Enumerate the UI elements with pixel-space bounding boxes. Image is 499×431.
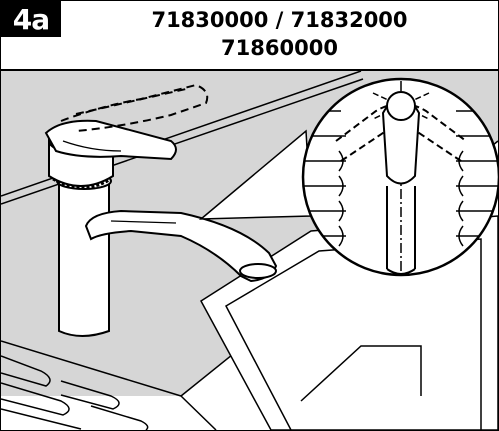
title-line-2: 71860000 xyxy=(221,36,338,60)
lever-raised-outline xyxy=(60,83,209,132)
step-badge: 4a xyxy=(1,1,61,37)
faucet-illustration xyxy=(1,71,498,430)
header: 4a 71830000 / 71832000 71860000 xyxy=(1,1,498,71)
drainboard-ridges xyxy=(1,355,149,430)
title-line-1: 71830000 / 71832000 xyxy=(151,8,408,32)
lever-detail-inset xyxy=(301,77,498,277)
page-title: 71830000 / 71832000 71860000 xyxy=(61,6,498,62)
faucet-spout xyxy=(84,209,278,283)
lever-handle xyxy=(44,119,177,161)
counter-front xyxy=(1,340,217,430)
